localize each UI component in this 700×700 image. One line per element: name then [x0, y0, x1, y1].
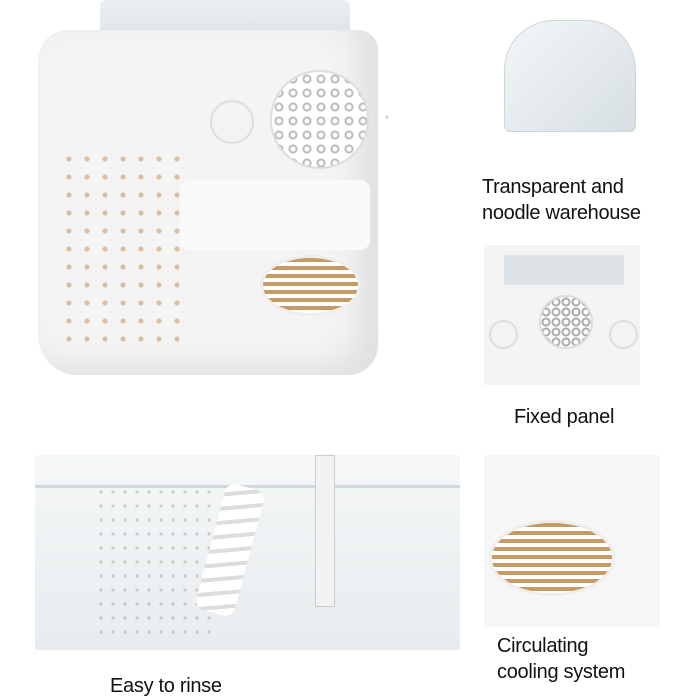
stirring-shaft	[315, 455, 335, 607]
main-machine-image	[30, 0, 390, 395]
caption-line: Circulating	[497, 635, 589, 657]
rinse-image	[35, 455, 460, 650]
caption-transparent: Transparent and noodle warehouse	[482, 174, 641, 226]
caption-fixed-panel: Fixed panel	[514, 406, 615, 428]
warehouse-image	[484, 0, 660, 160]
floral-pattern	[60, 150, 180, 350]
front-panel	[180, 180, 370, 250]
caption-line: cooling system	[497, 661, 626, 683]
side-knob-left	[210, 100, 254, 144]
side-knob-right	[385, 115, 389, 119]
bubbles	[95, 485, 215, 645]
caption-cooling: Circulating cooling system	[497, 633, 625, 685]
caption-rinse: Easy to rinse	[110, 675, 222, 697]
cooling-image	[484, 455, 660, 627]
caption-line: noodle warehouse	[482, 202, 641, 224]
caption-line: Transparent and	[482, 176, 624, 198]
die-knob	[270, 70, 369, 169]
fixed-panel-image	[484, 245, 640, 385]
cooling-grille	[260, 255, 361, 316]
